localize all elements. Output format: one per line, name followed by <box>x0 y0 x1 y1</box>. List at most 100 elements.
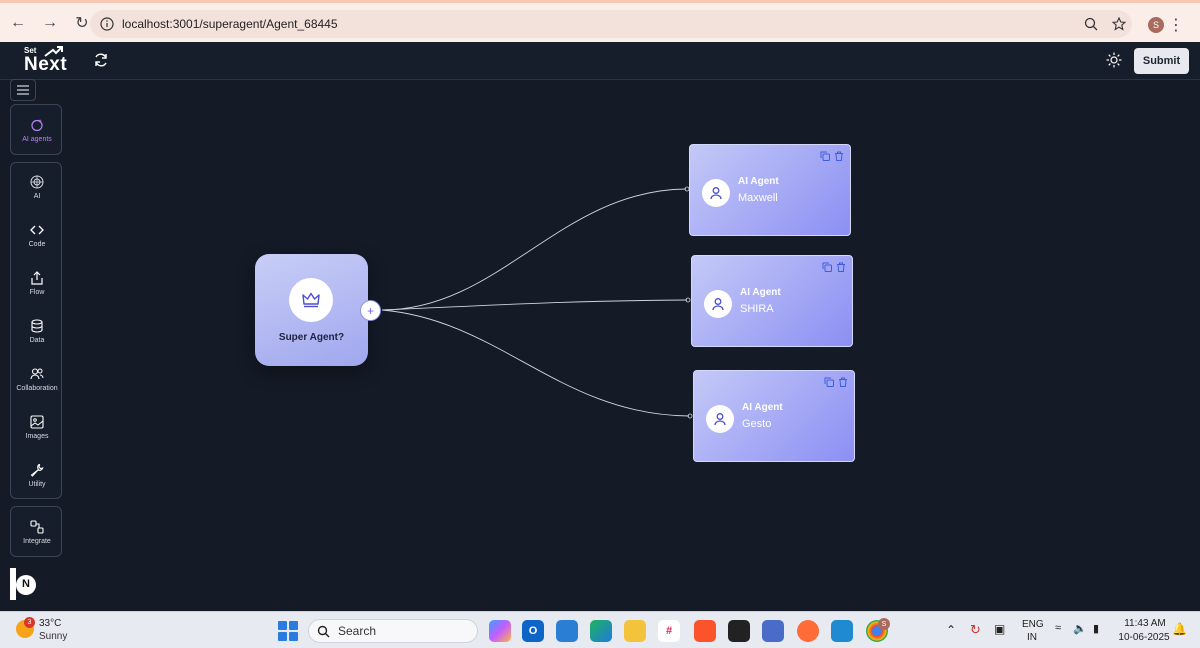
site-info-icon[interactable] <box>100 17 114 31</box>
user-icon <box>714 413 726 426</box>
network-app-icon[interactable] <box>762 620 784 642</box>
super-agent-node[interactable]: Super Agent? <box>255 254 368 366</box>
back-icon[interactable]: ← <box>10 13 26 31</box>
language-line1[interactable]: ENG <box>1022 619 1044 630</box>
sidebar-item-label: AI agents <box>22 135 52 143</box>
brave-browser-icon[interactable] <box>694 620 716 642</box>
postman-app-icon[interactable] <box>797 620 819 642</box>
battery-icon[interactable]: ▮ <box>1093 623 1100 635</box>
theme-toggle-sun-icon[interactable] <box>1106 52 1122 68</box>
image-icon <box>30 414 44 429</box>
logo-big-text: Next <box>24 54 68 75</box>
edge-browser-icon[interactable] <box>590 620 612 642</box>
outlook-app-icon[interactable]: O <box>522 620 544 642</box>
sidebar-item-collaboration[interactable]: Collaboration <box>11 355 63 403</box>
sidebar-group-agents: AI agents <box>10 104 62 155</box>
browser-menu-icon[interactable]: ⋮ <box>1168 17 1184 34</box>
connection-edges <box>381 186 693 419</box>
sidebar-group-tools: AI Code Flow Data Collaboration Images U… <box>10 162 62 499</box>
duplicate-icon[interactable] <box>820 151 830 161</box>
sidebar-item-label: Integrate <box>23 537 51 545</box>
sidebar-item-flow[interactable]: Flow <box>11 259 63 307</box>
sidebar-item-label: Data <box>29 336 45 344</box>
hamburger-menu-button[interactable] <box>10 79 36 101</box>
share-icon <box>31 270 43 285</box>
chrome-profile-badge: S <box>878 618 890 630</box>
url-text: localhost:3001/superagent/Agent_68445 <box>122 17 338 31</box>
sidebar-item-images[interactable]: Images <box>11 403 63 451</box>
browser-profile-avatar[interactable]: S <box>1148 17 1164 33</box>
user-icon <box>710 187 722 200</box>
windows-start-icon[interactable] <box>278 621 298 641</box>
duplicate-icon[interactable] <box>824 377 834 387</box>
tray-keyboard-icon[interactable]: ▣ <box>994 622 1006 636</box>
sidebar-item-utility[interactable]: Utility <box>11 451 63 499</box>
setnext-logo[interactable]: Set Next <box>24 46 68 75</box>
remote-desktop-icon[interactable] <box>556 620 578 642</box>
edge-to-maxwell <box>381 188 687 311</box>
taskbar-search[interactable]: Search <box>308 619 478 643</box>
volume-icon[interactable]: 🔈 <box>1073 623 1087 635</box>
weather-temperature: 33°C <box>39 618 62 629</box>
sidebar-item-ai-agents[interactable]: AI agents <box>11 106 63 154</box>
forward-icon[interactable]: → <box>42 13 58 31</box>
reload-icon[interactable]: ↻ <box>75 14 89 32</box>
edge-to-gesto <box>381 309 690 417</box>
add-agent-button[interactable]: + <box>360 300 381 321</box>
agent-node-maxwell[interactable]: AI Agent Maxwell <box>689 144 851 236</box>
search-label: Search <box>338 624 377 638</box>
tray-sync-icon[interactable]: ↻ <box>970 622 981 637</box>
wifi-icon[interactable]: ≈ <box>1055 622 1062 634</box>
weather-badge: 3 <box>24 617 35 628</box>
search-icon <box>317 625 330 637</box>
clock-date[interactable]: 10-06-2025 <box>1118 632 1170 643</box>
submit-button[interactable]: Submit <box>1134 48 1189 74</box>
terminal-app-icon[interactable] <box>728 620 750 642</box>
agent-node-shira[interactable]: AI Agent SHIRA <box>691 255 853 347</box>
sidebar-item-label: Collaboration <box>16 384 58 392</box>
super-agent-icon-circle <box>289 278 333 322</box>
delete-icon[interactable] <box>838 377 848 387</box>
bookmark-star-icon[interactable] <box>1112 17 1126 31</box>
duplicate-icon[interactable] <box>822 262 832 272</box>
sidebar-item-code[interactable]: Code <box>11 211 63 259</box>
zoom-icon[interactable] <box>1084 17 1098 31</box>
delete-icon[interactable] <box>836 262 846 272</box>
sidebar-item-data[interactable]: Data <box>11 307 63 355</box>
openai-icon <box>30 175 44 188</box>
sparkle-icon <box>31 118 43 131</box>
integrate-icon <box>30 519 44 534</box>
tray-overflow-icon[interactable]: ⌃ <box>946 623 957 637</box>
logo-small-text: Set <box>24 46 37 55</box>
crown-icon <box>302 292 320 308</box>
notification-bell-icon[interactable]: 🔔 <box>1172 622 1187 636</box>
users-icon <box>30 367 44 379</box>
sidebar-item-label: Flow <box>29 288 45 296</box>
clock-time[interactable]: 11:43 AM <box>1124 618 1166 629</box>
vscode-app-icon[interactable] <box>831 620 853 642</box>
agent-avatar <box>702 179 730 207</box>
file-explorer-icon[interactable] <box>624 620 646 642</box>
agent-tools <box>824 377 848 387</box>
agent-title: AI Agent <box>740 287 781 298</box>
sidebar-item-label: Code <box>28 240 46 248</box>
super-agent-label: Super Agent? <box>278 332 345 343</box>
address-bar[interactable]: localhost:3001/superagent/Agent_68445 <box>90 10 1132 38</box>
browser-toolbar: ← → ↻ localhost:3001/superagent/Agent_68… <box>0 0 1200 42</box>
user-icon <box>712 298 724 311</box>
sidebar-group-integrate: Integrate <box>10 506 62 557</box>
sidebar-item-ai[interactable]: AI <box>11 163 63 211</box>
slack-app-icon[interactable]: # <box>658 620 680 642</box>
user-avatar[interactable]: N <box>10 568 40 600</box>
flow-canvas[interactable]: Super Agent? + AI Agent Maxwell AI Agent… <box>0 80 1200 611</box>
language-line2[interactable]: IN <box>1027 632 1037 643</box>
edge-to-shira <box>381 299 688 311</box>
copilot-app-icon[interactable] <box>489 620 511 642</box>
delete-icon[interactable] <box>834 151 844 161</box>
sidebar-item-label: Utility <box>28 480 46 488</box>
refresh-icon[interactable] <box>93 52 109 68</box>
sidebar-item-integrate[interactable]: Integrate <box>11 508 63 556</box>
agent-node-gesto[interactable]: AI Agent Gesto <box>693 370 855 462</box>
database-icon <box>31 318 43 333</box>
logo-arrow-icon <box>44 46 63 57</box>
